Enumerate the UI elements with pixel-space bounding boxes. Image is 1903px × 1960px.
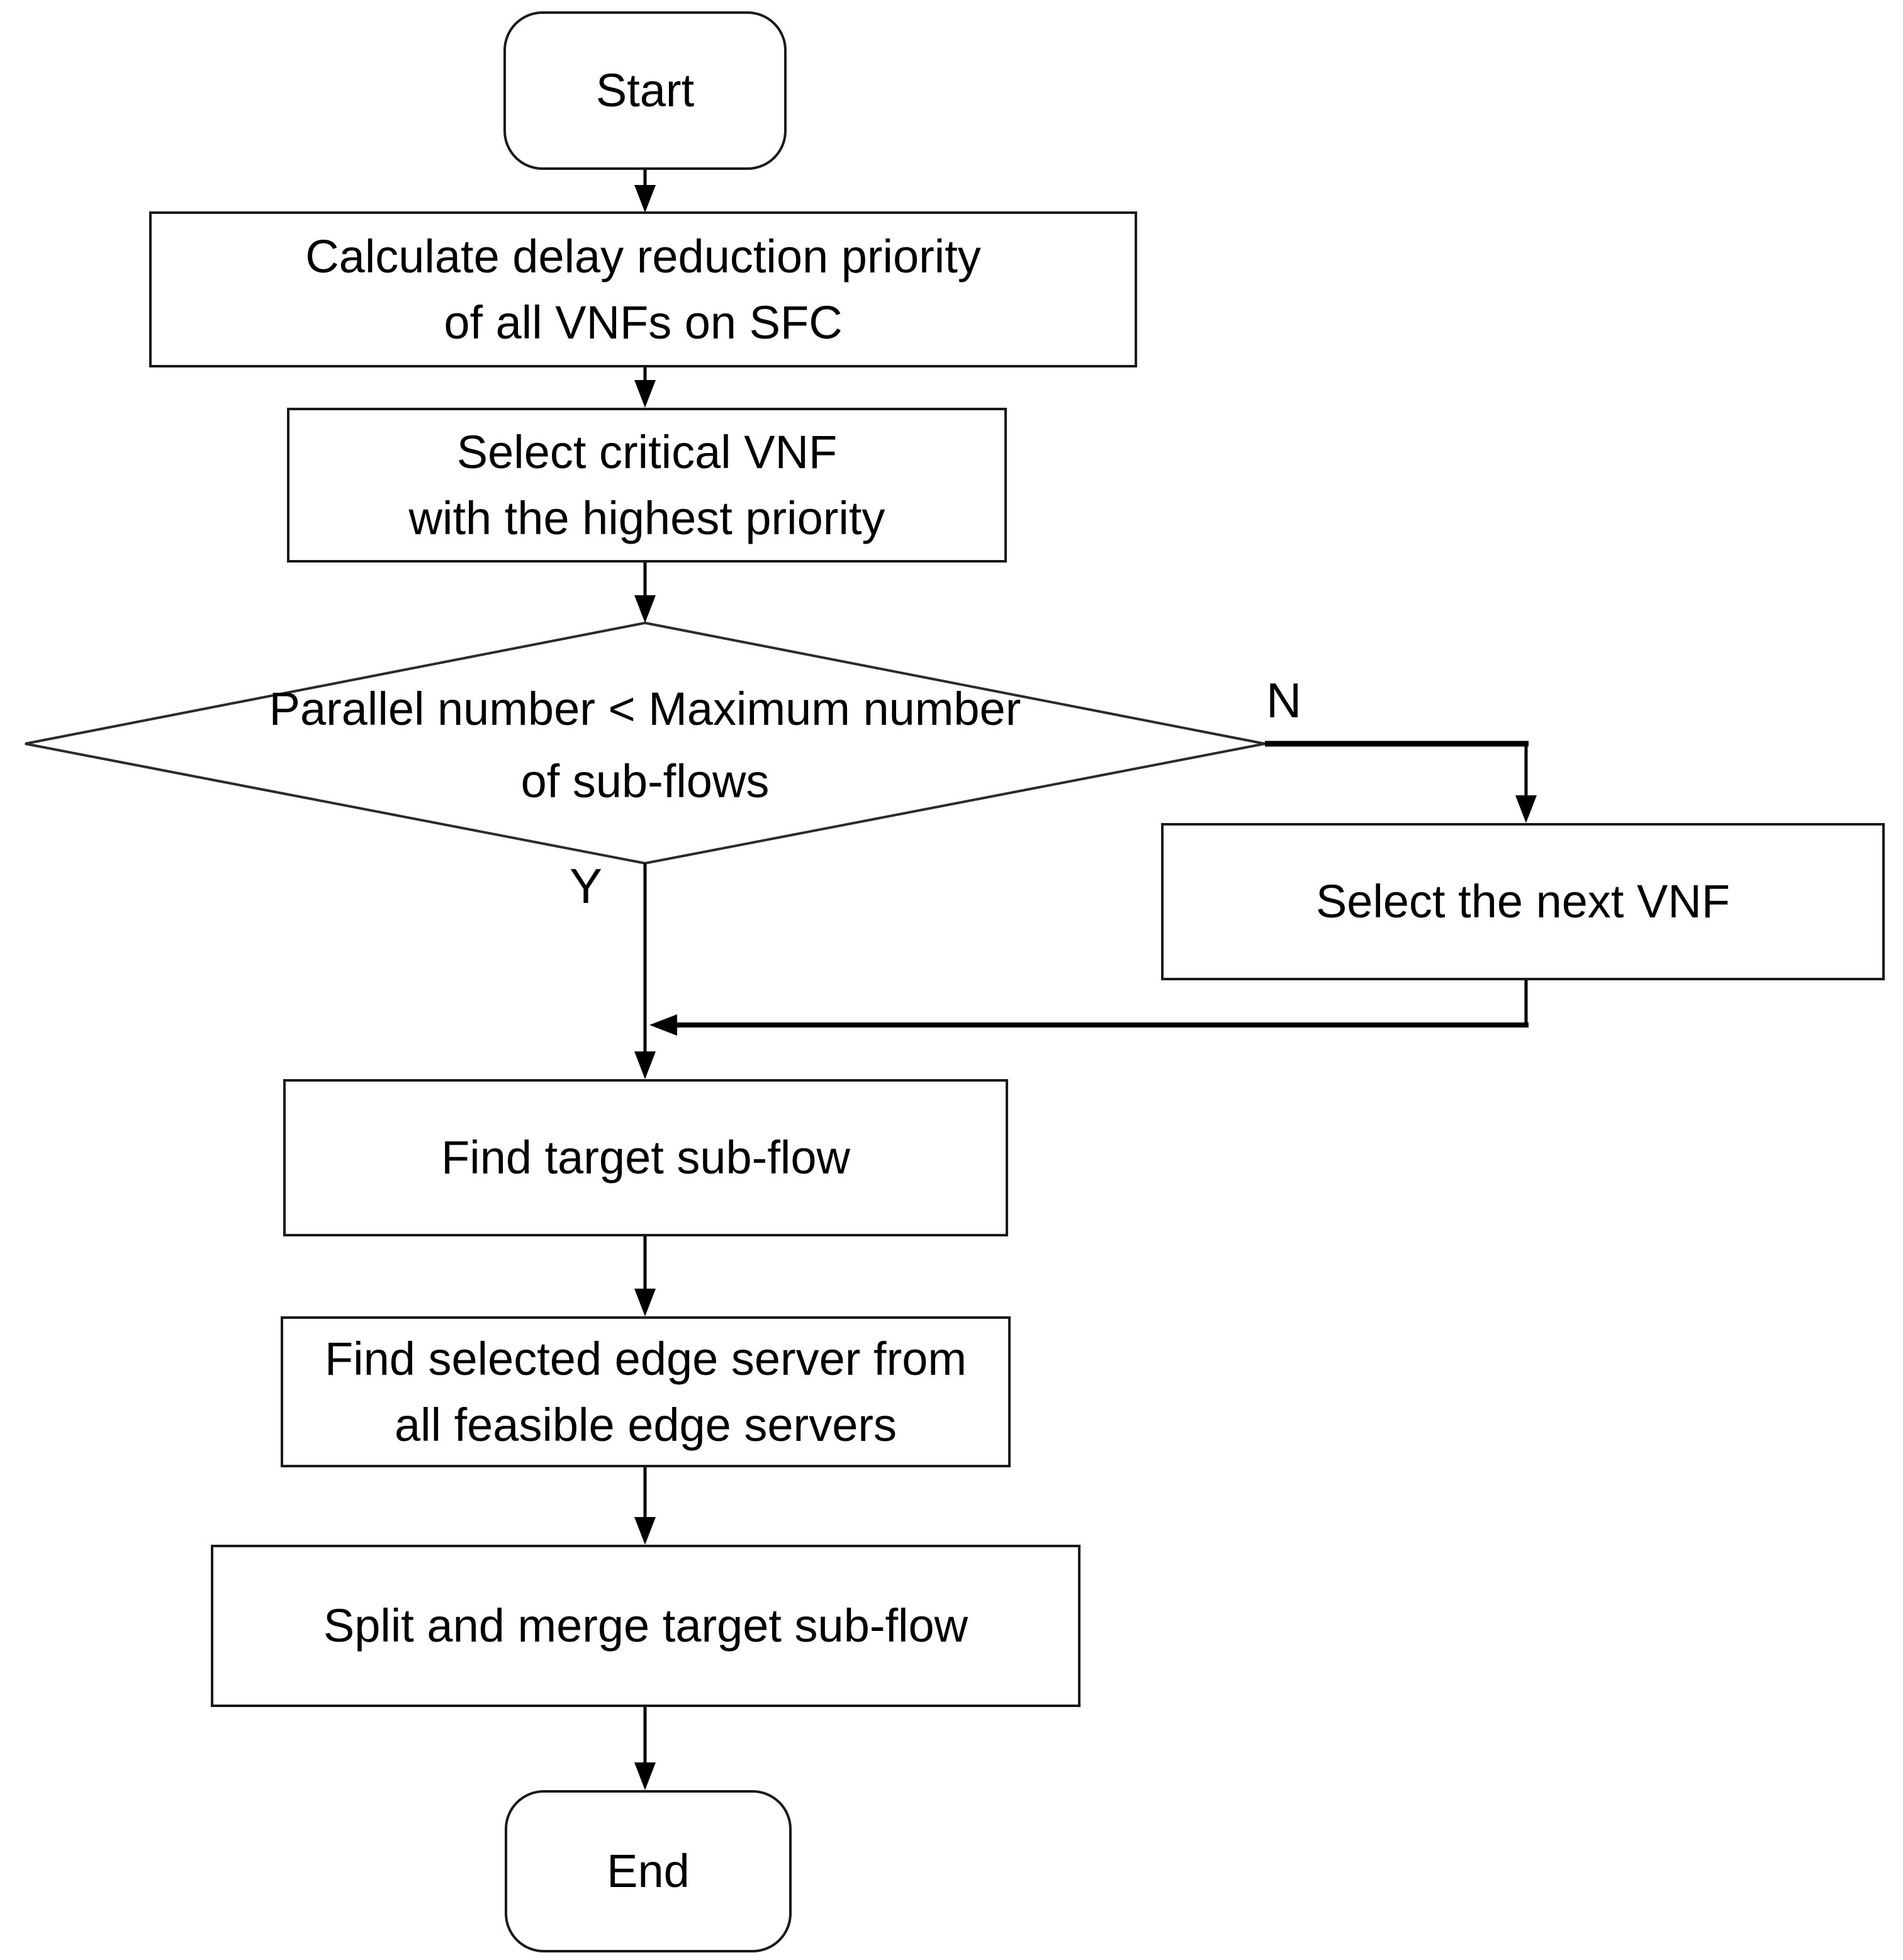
node-select-critical-vnf: Select critical VNF with the highest pri… xyxy=(287,408,1007,563)
arrowhead-down-icon xyxy=(634,1517,656,1545)
edge-decision-no-branch xyxy=(1265,741,1537,823)
edge-split-merge-to-end xyxy=(634,1707,656,1790)
arrowhead-down-icon xyxy=(634,1762,656,1790)
node-split-merge-subflow: Split and merge target sub-flow xyxy=(211,1545,1081,1707)
node-select-next-vnf: Select the next VNF xyxy=(1161,823,1885,980)
node-select-critical-vnf-line1: Select critical VNF xyxy=(456,425,838,478)
node-decision-line2: of sub-flows xyxy=(520,755,770,807)
branch-label-yes: Y xyxy=(570,858,603,914)
edge-select-critical-to-decision xyxy=(634,563,656,623)
node-calculate-priority: Calculate delay reduction priority of al… xyxy=(149,211,1137,367)
node-select-next-vnf-label: Select the next VNF xyxy=(1315,875,1731,928)
node-find-target-subflow-label: Find target sub-flow xyxy=(441,1131,850,1184)
arrowhead-left-icon xyxy=(649,1014,677,1036)
edge-find-edge-to-split-merge xyxy=(634,1467,656,1545)
node-start: Start xyxy=(503,11,787,170)
edge-find-target-to-find-edge xyxy=(634,1236,656,1316)
node-calculate-priority-line1: Calculate delay reduction priority xyxy=(305,230,981,283)
node-start-label: Start xyxy=(595,64,695,117)
branch-label-no: N xyxy=(1266,673,1302,728)
arrowhead-down-icon xyxy=(634,185,656,213)
node-decision-line1: Parallel number < Maximum number xyxy=(269,683,1021,736)
edge-calculate-to-select-critical xyxy=(634,367,656,408)
node-end-label: End xyxy=(607,1845,690,1898)
arrowhead-down-icon xyxy=(634,595,656,623)
node-find-edge-server: Find selected edge server from all feasi… xyxy=(281,1316,1011,1467)
node-select-critical-vnf-line2: with the highest priority xyxy=(408,492,885,544)
edge-start-to-calculate xyxy=(634,170,656,213)
node-decision-parallel-check: Parallel number < Maximum number of sub-… xyxy=(151,658,1139,834)
node-end: End xyxy=(505,1790,792,1952)
node-find-edge-server-line1: Find selected edge server from xyxy=(324,1332,967,1385)
arrowhead-down-icon xyxy=(634,380,656,408)
arrowhead-down-icon xyxy=(634,1289,656,1316)
node-calculate-priority-line2: of all VNFs on SFC xyxy=(444,296,843,349)
node-find-target-subflow: Find target sub-flow xyxy=(283,1079,1008,1236)
node-find-edge-server-line2: all feasible edge servers xyxy=(395,1399,897,1451)
edge-select-next-return xyxy=(649,980,1529,1036)
edge-decision-yes-branch xyxy=(634,863,656,1079)
node-split-merge-subflow-label: Split and merge target sub-flow xyxy=(323,1599,968,1652)
arrowhead-down-icon xyxy=(1515,795,1537,823)
arrowhead-down-icon xyxy=(634,1051,656,1079)
